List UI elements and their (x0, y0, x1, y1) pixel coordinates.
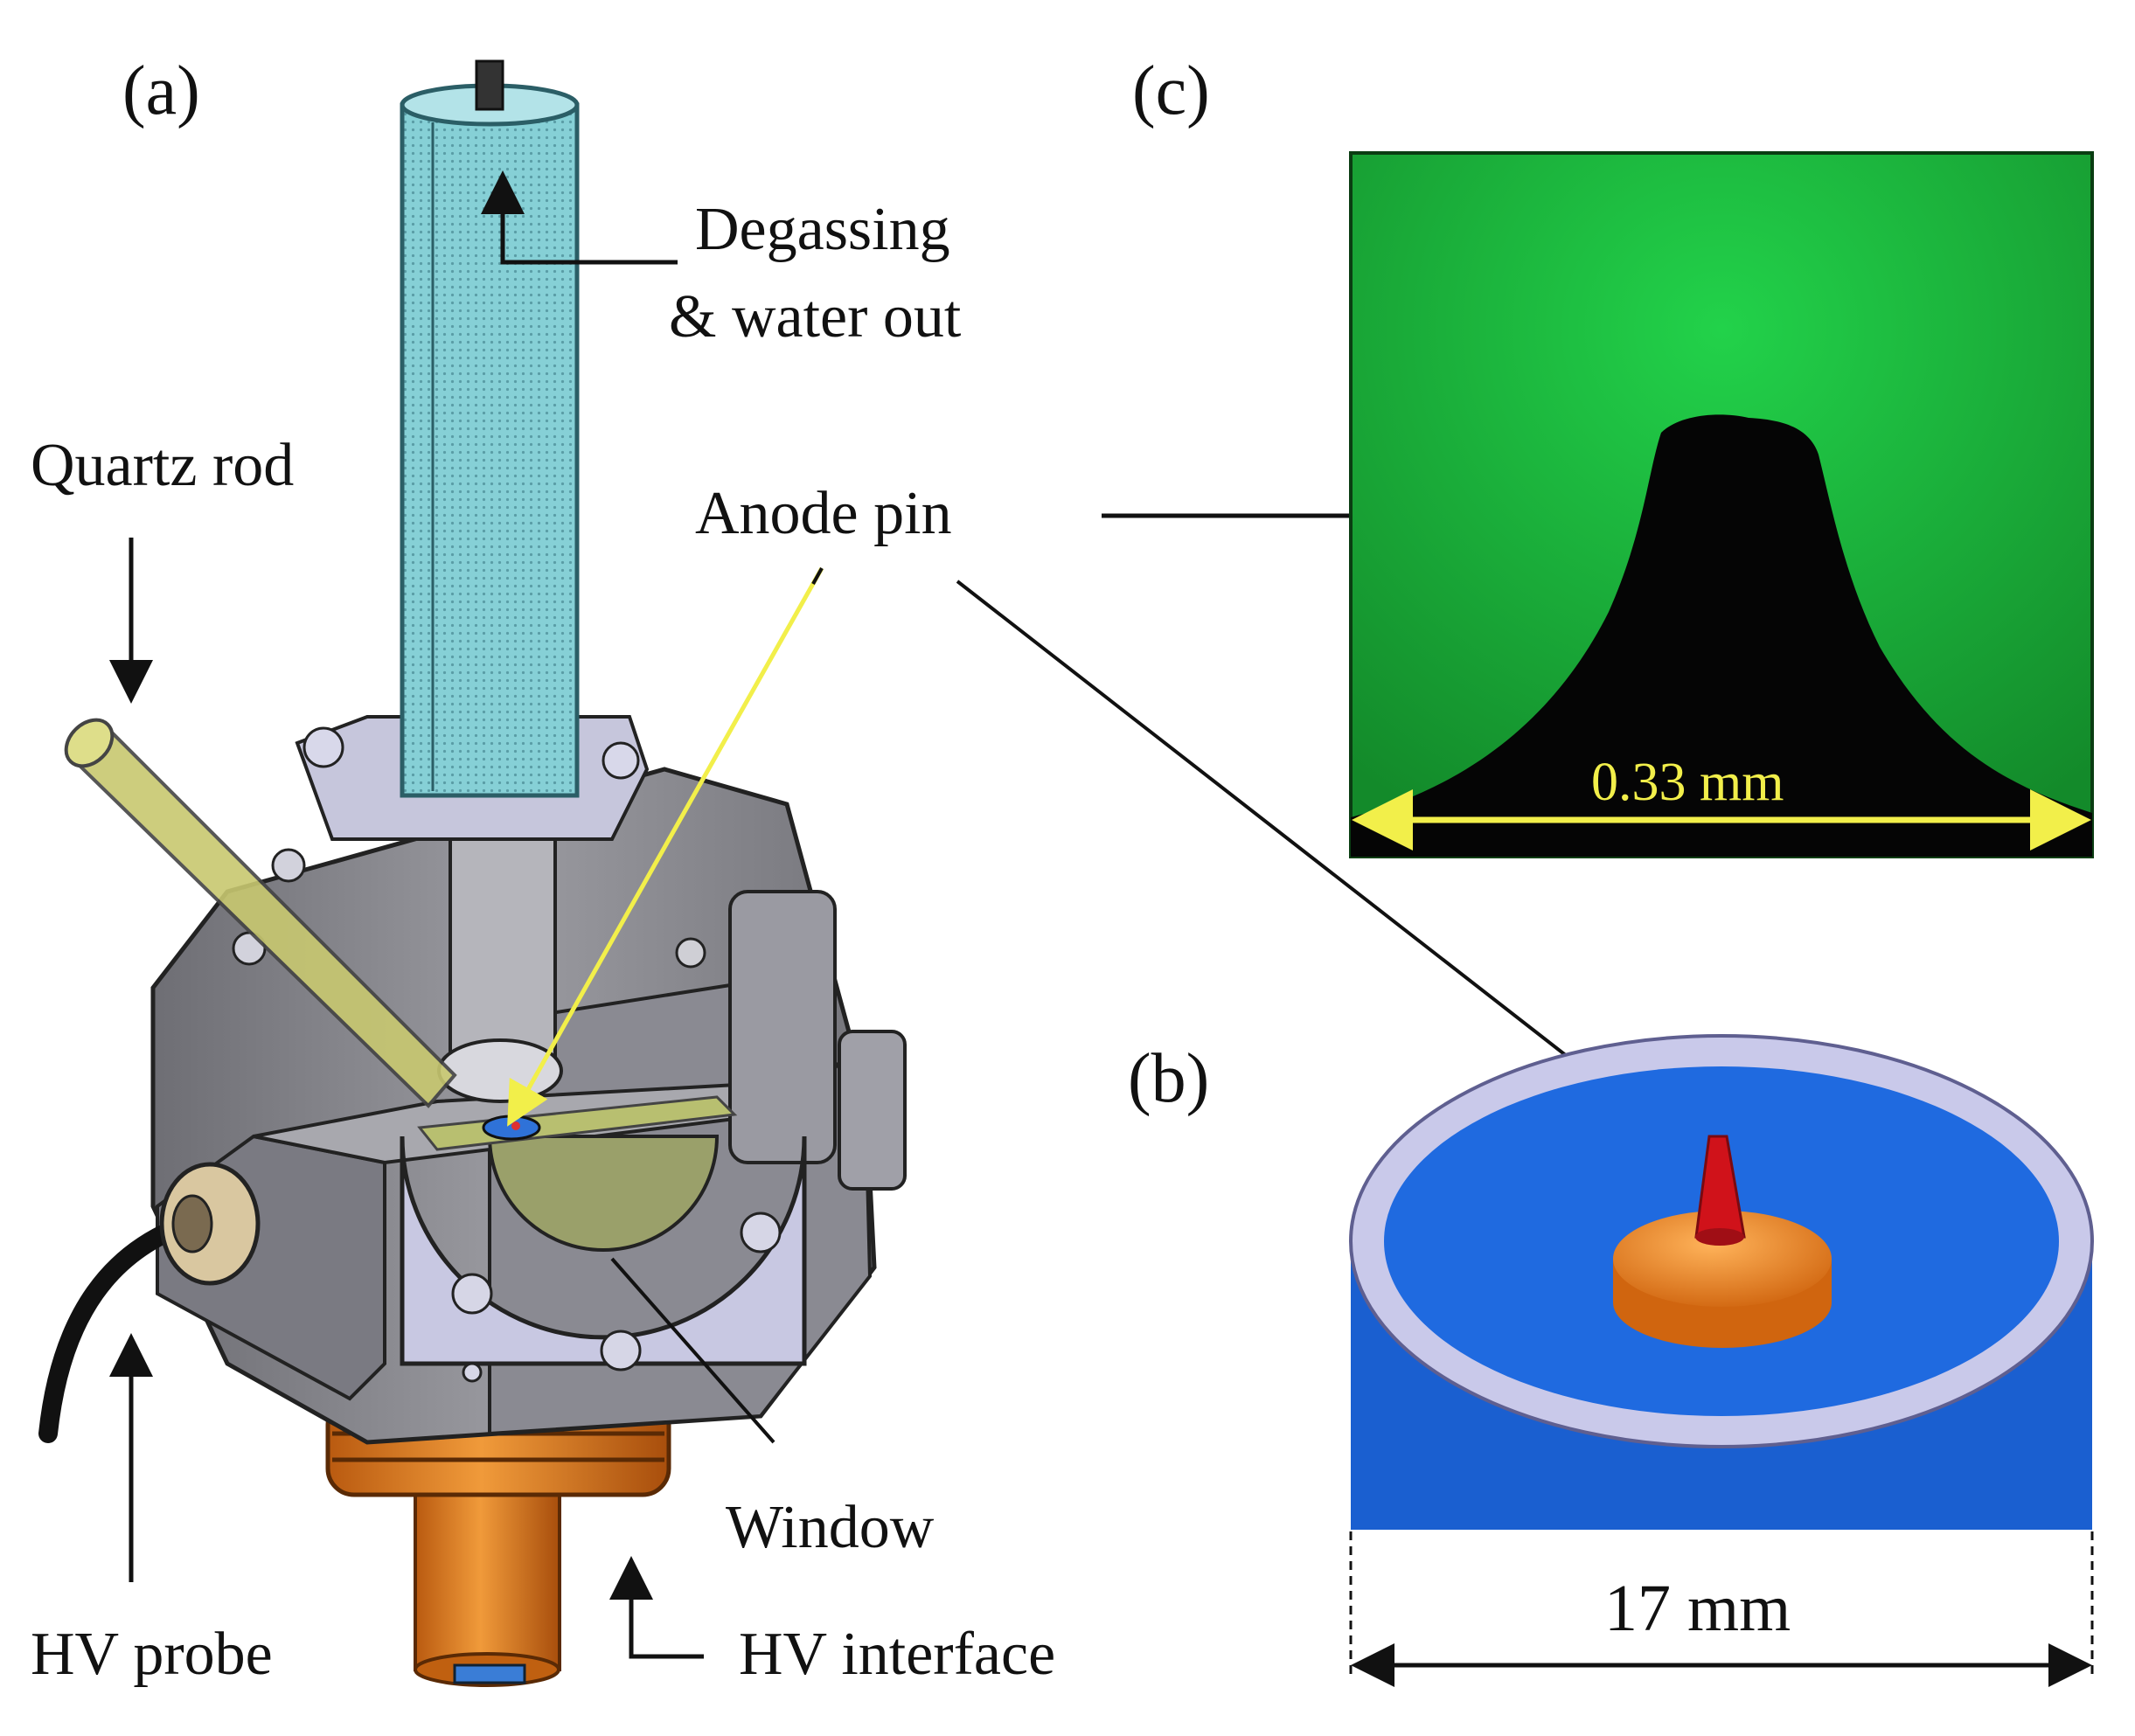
hv-interface-label: HV interface (739, 1621, 1055, 1688)
degassing-tube (400, 59, 580, 798)
hv-probe-label: HV probe (31, 1621, 273, 1688)
window-label: Window (726, 1494, 935, 1561)
panel-b-model (1349, 1034, 2094, 1687)
panel-a-label: (a) (122, 52, 200, 129)
quartz-rod (64, 718, 457, 1108)
anode-pin-label: Anode pin (695, 480, 952, 547)
quartz-rod-label: Quartz rod (31, 432, 294, 499)
panel-c-photo (1349, 151, 2094, 858)
reactor-body (150, 715, 907, 1445)
window-pointer (610, 1257, 775, 1444)
hv-interface-arrow (609, 1556, 704, 1659)
electrode-base (1613, 1211, 1832, 1348)
degassing-arrow (481, 170, 678, 265)
panel-b-label: (b) (1128, 1040, 1209, 1117)
photo-width-label: 0.33 mm (1591, 753, 1784, 812)
hv-probe-cable (38, 1162, 261, 1443)
panel-c-label: (c) (1132, 52, 1210, 129)
base-diameter-label: 17 mm (1604, 1572, 1791, 1645)
annotation-arrows (109, 170, 1676, 1659)
anode-pin-silhouette (1351, 414, 2092, 857)
degassing-label-2: & water out (669, 283, 962, 351)
degassing-label-1: Degassing (695, 196, 950, 263)
anode-pin-pointer-b (956, 580, 1676, 1141)
anode-pin-pointer-a (507, 566, 824, 1127)
